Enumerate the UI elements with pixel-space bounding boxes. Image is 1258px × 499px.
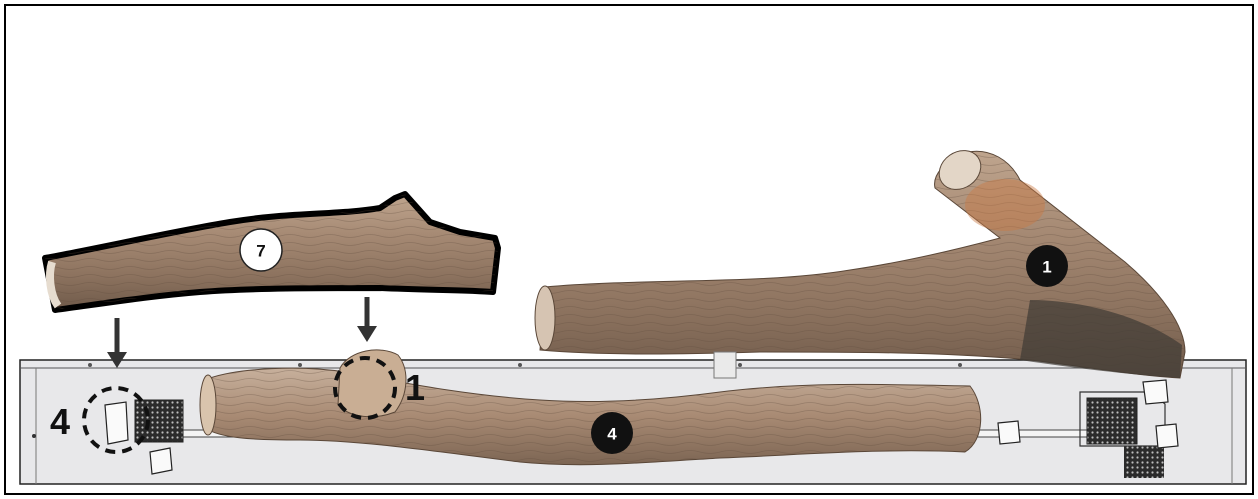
badge-log-4: 4: [591, 412, 633, 454]
badge-log-1: 1: [1026, 245, 1068, 287]
badge-log-7: 7: [240, 229, 282, 271]
left-mount-label: 4: [50, 401, 70, 442]
svg-text:4: 4: [607, 425, 617, 444]
svg-text:7: 7: [256, 242, 265, 261]
right-burner-mesh: [1087, 398, 1137, 444]
center-mount-label: 1: [405, 367, 425, 408]
svg-text:1: 1: [1042, 258, 1051, 277]
